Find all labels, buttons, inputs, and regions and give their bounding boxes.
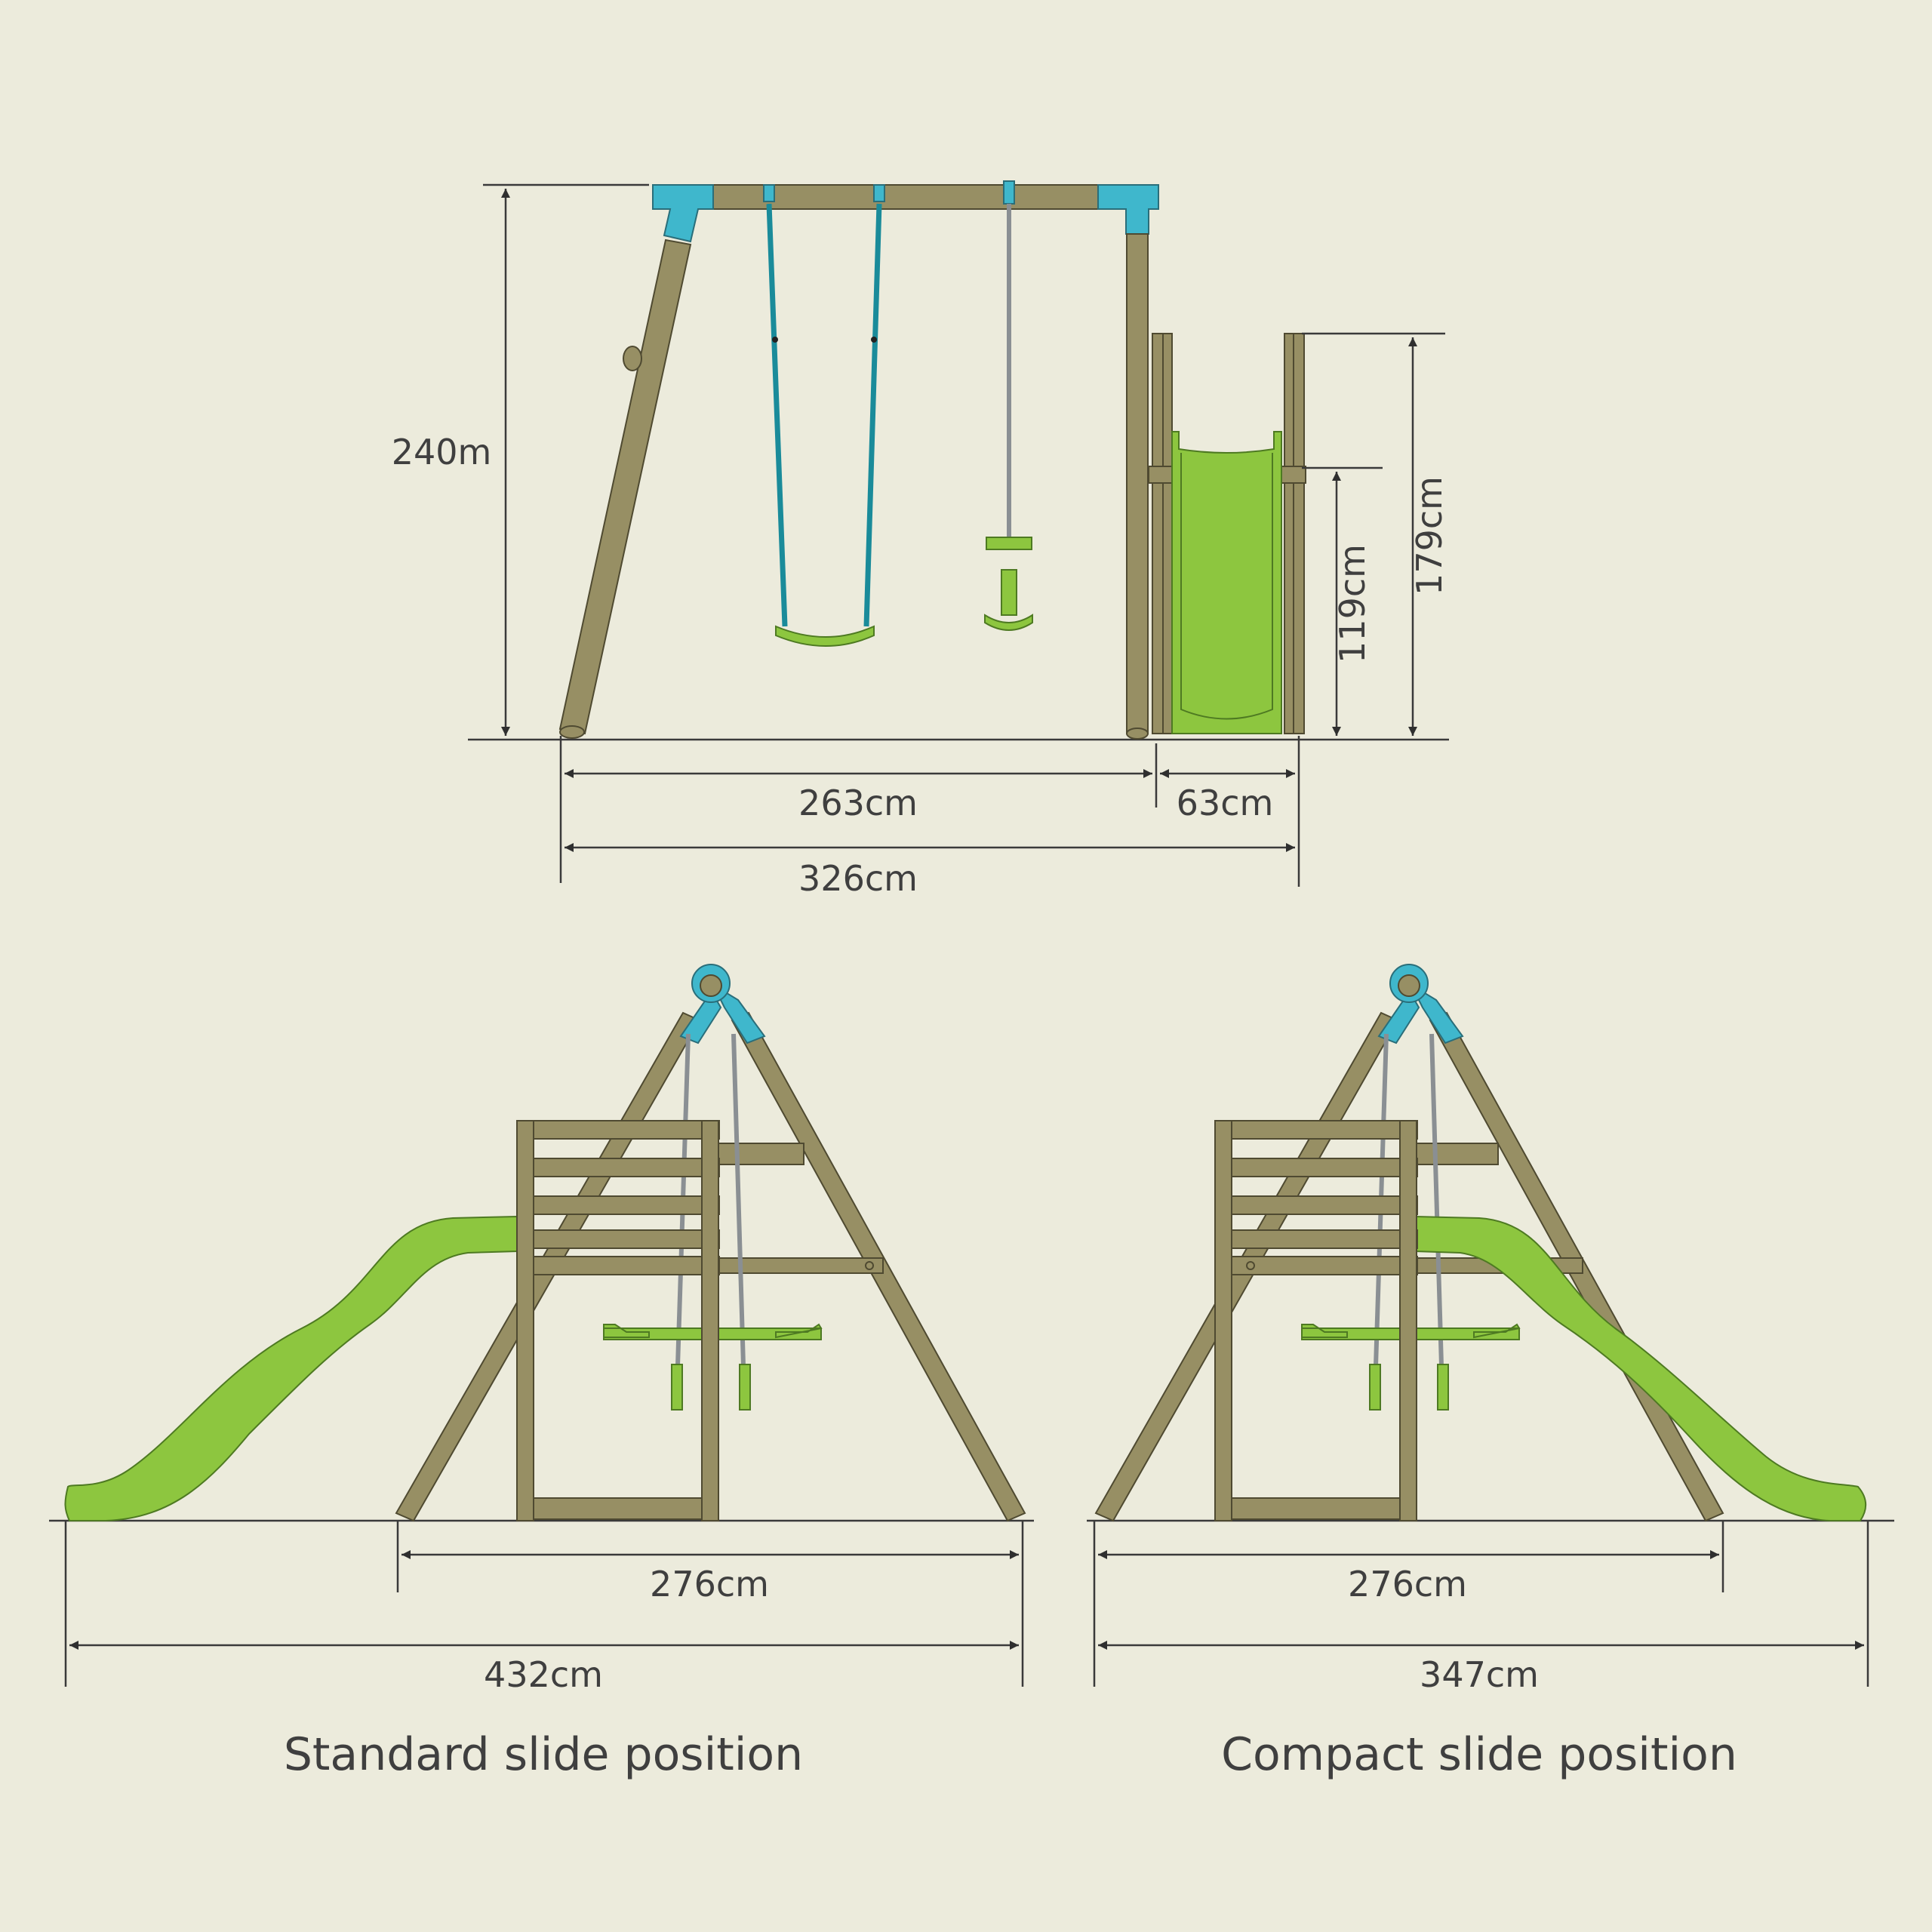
standard-base [533, 1497, 703, 1520]
compact-inner-width-label: 276cm [1348, 1564, 1467, 1604]
compact-rail-1 [1214, 1120, 1418, 1140]
leg-knob [623, 346, 642, 371]
left-connector [652, 184, 714, 243]
standard-rail-1 [516, 1120, 720, 1140]
standard-caption: Standard slide position [284, 1728, 803, 1781]
right-connector [1097, 184, 1159, 235]
tower-post-left [1152, 333, 1164, 734]
standard-side-view: 276cm 432cm Standard slide position [49, 964, 1034, 1781]
standard-inner-width-label: 276cm [650, 1564, 769, 1604]
compact-slide [1414, 1215, 1867, 1521]
compact-connector-right [1409, 983, 1464, 1044]
swing-chain-left [766, 203, 788, 627]
swing-hook-right [873, 184, 885, 202]
right-post-foot [1126, 728, 1149, 740]
width-swing-label: 263cm [798, 783, 918, 823]
belt-swing-seat [775, 625, 875, 647]
standard-tbar-left [671, 1364, 683, 1411]
compact-post-right [1399, 1120, 1417, 1521]
slide-front [1171, 431, 1282, 734]
height-deck-label: 179cm [1409, 476, 1450, 595]
compact-tbar-right [1437, 1364, 1449, 1411]
compact-rope-right [1429, 1033, 1444, 1367]
standard-deck [516, 1256, 720, 1275]
standard-rope-right [731, 1033, 746, 1367]
front-view: 240m 179cm 119cm 263cm 63cm 326cm [392, 180, 1450, 899]
tower-post-right-inner [1284, 333, 1294, 734]
compact-deck [1214, 1256, 1418, 1275]
tbar-handle [986, 537, 1032, 550]
tbar-stem [1001, 569, 1017, 616]
compact-outer-width-label: 347cm [1420, 1654, 1539, 1695]
compact-rail-2 [1214, 1158, 1418, 1177]
tbar-hook [1003, 180, 1015, 205]
compact-side-view: 276cm 347cm Compact slide position [1087, 964, 1894, 1781]
tbar-seat [984, 614, 1033, 631]
standard-tbar-right [739, 1364, 751, 1411]
standard-post-left [516, 1120, 534, 1521]
left-leg [558, 238, 692, 735]
swing-chain-right [863, 203, 882, 627]
width-total-label: 326cm [798, 858, 918, 899]
width-slide-label: 63cm [1177, 783, 1274, 823]
standard-slide [64, 1215, 518, 1521]
compact-post-left [1214, 1120, 1232, 1521]
tower-post-right [1293, 333, 1305, 734]
standard-rail-4 [516, 1229, 720, 1249]
tower-post-left-inner [1162, 333, 1173, 734]
standard-connector-right [711, 983, 766, 1044]
standard-rail-3 [516, 1195, 720, 1215]
compact-base [1231, 1497, 1401, 1520]
slide-front-inner [1180, 453, 1273, 720]
compact-rail-3 [1214, 1195, 1418, 1215]
standard-outer-width-label: 432cm [484, 1654, 603, 1695]
left-leg-foot [559, 725, 585, 739]
compact-tbar-left [1369, 1364, 1381, 1411]
standard-rail-2 [516, 1158, 720, 1177]
standard-crossbar-top [716, 1143, 804, 1165]
compact-caption: Compact slide position [1221, 1728, 1737, 1781]
compact-crossbar-top [1414, 1143, 1499, 1165]
swing-hook-left [763, 184, 775, 202]
standard-post-right [701, 1120, 719, 1521]
height-total-label: 240m [392, 432, 492, 472]
top-beam [652, 184, 1159, 210]
compact-beam-end [1398, 974, 1420, 997]
standard-beam-end [700, 974, 722, 997]
right-post [1126, 233, 1149, 734]
compact-rail-4 [1214, 1229, 1418, 1249]
height-slide-label: 119cm [1332, 544, 1373, 663]
